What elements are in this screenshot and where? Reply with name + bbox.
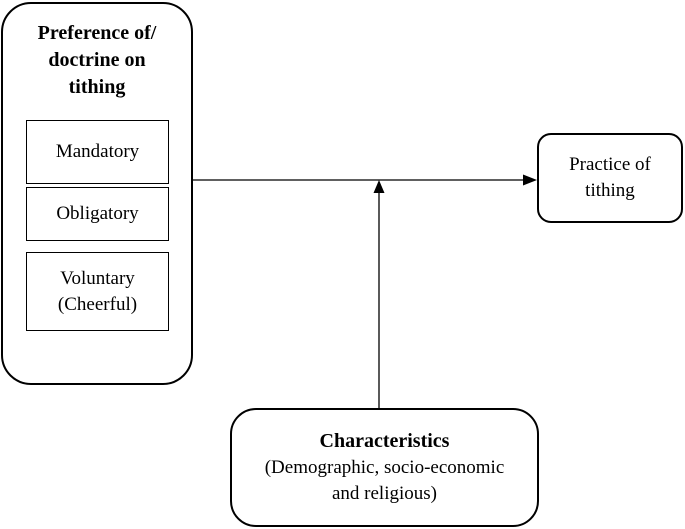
characteristics-title: Characteristics xyxy=(319,430,450,452)
option-voluntary: Voluntary (Cheerful) xyxy=(26,252,169,331)
option-mandatory: Mandatory xyxy=(26,120,169,184)
characteristics-subtitle: (Demographic, socio-economic and religio… xyxy=(264,457,505,504)
arrowhead-right xyxy=(523,174,537,186)
practice-of-tithing-box: Practice of tithing xyxy=(537,133,683,223)
characteristics-box: Characteristics (Demographic, socio-econ… xyxy=(230,408,539,527)
option-obligatory: Obligatory xyxy=(26,187,169,241)
preference-title: Preference of/ doctrine on tithing xyxy=(37,22,157,98)
arrowhead-up xyxy=(373,180,385,193)
